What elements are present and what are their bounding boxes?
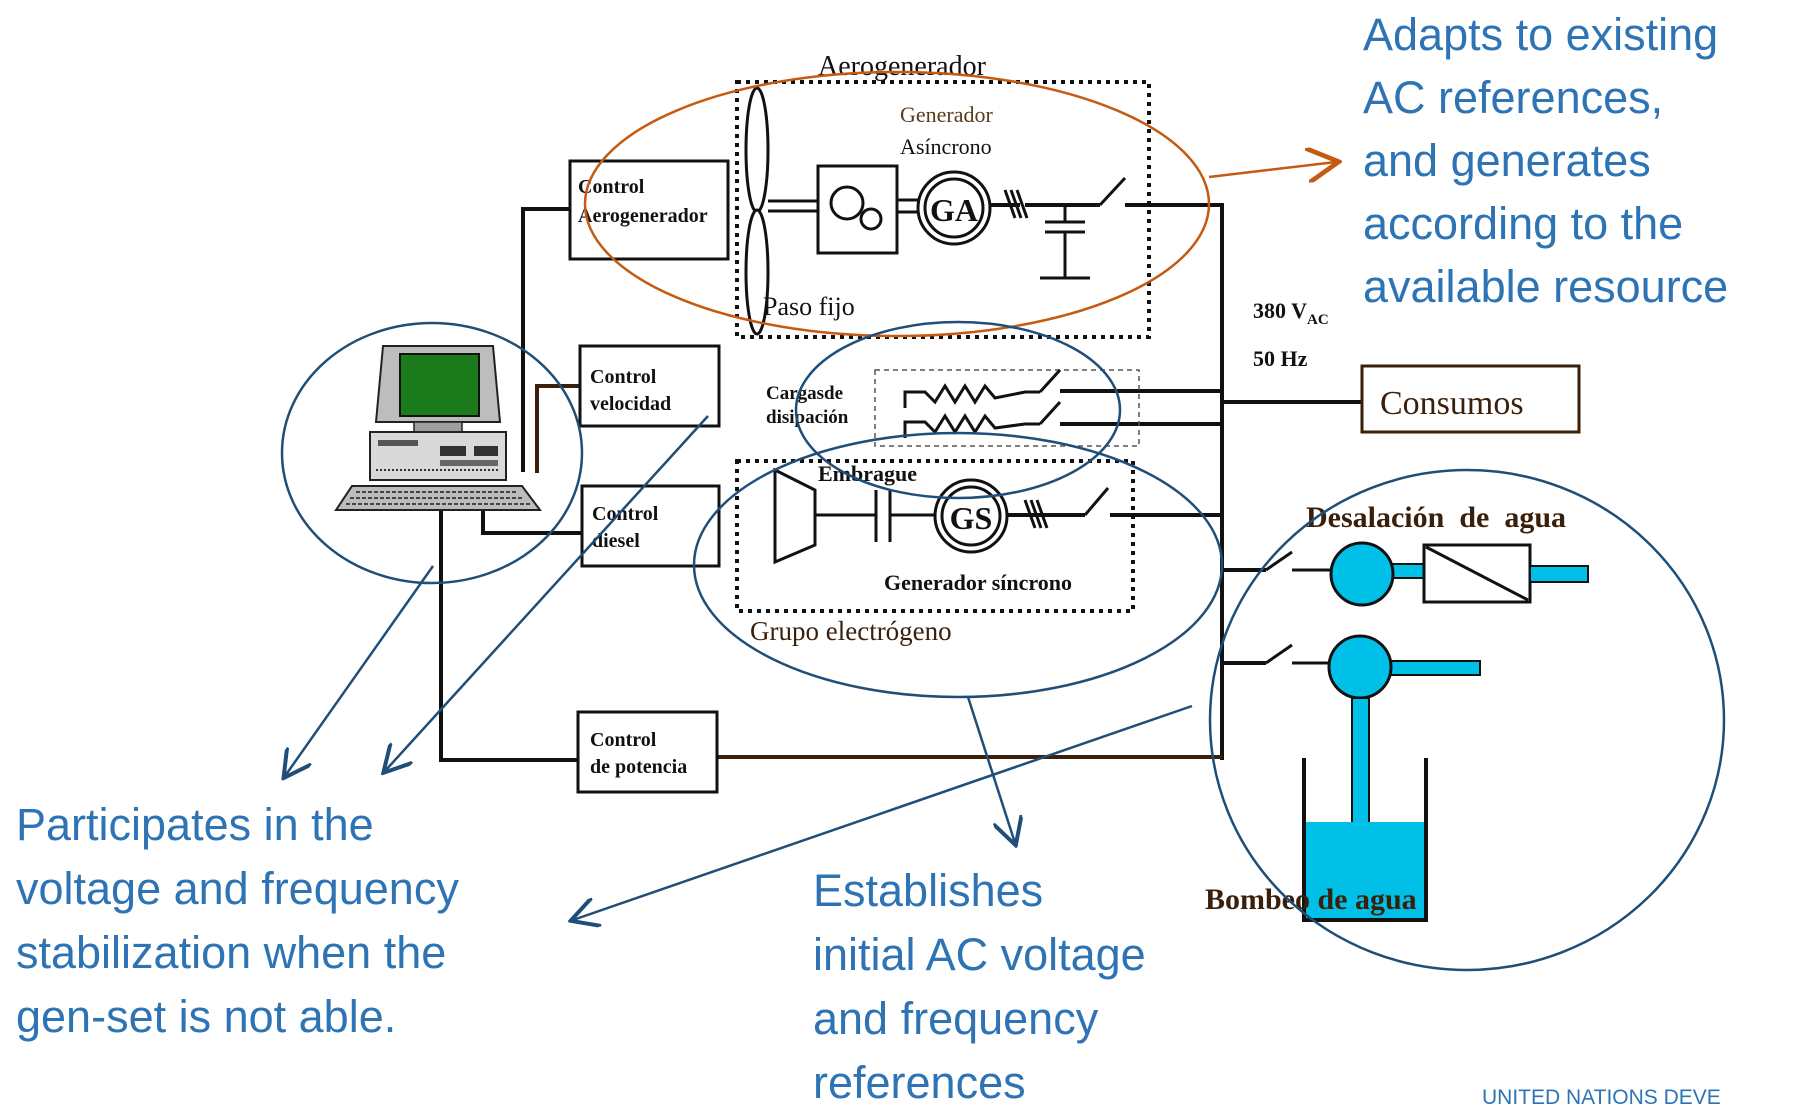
svg-text:diesel: diesel bbox=[592, 530, 640, 552]
gs-label: GS bbox=[950, 500, 993, 536]
svg-text:velocidad: velocidad bbox=[590, 393, 671, 415]
computer-icon bbox=[334, 345, 542, 511]
blade-upper-icon bbox=[744, 86, 770, 214]
ga-label: GA bbox=[930, 192, 978, 228]
svg-text:Adapts to existing: Adapts to existing bbox=[1363, 9, 1718, 60]
water-ellipse bbox=[1208, 468, 1726, 972]
svg-text:Control: Control bbox=[578, 176, 645, 198]
svg-text:de potencia: de potencia bbox=[590, 756, 687, 778]
resistor-2-icon bbox=[903, 413, 1040, 438]
svg-text:stabilization when the: stabilization when the bbox=[16, 927, 446, 978]
dump-loads-label-1: Cargasde bbox=[766, 383, 843, 404]
annotation-arrows bbox=[285, 162, 1336, 920]
synchronous-generator-label: Generador síncrono bbox=[884, 570, 1072, 595]
svg-text:according to the: according to the bbox=[1363, 198, 1683, 249]
water-systems: Desalación de agua Bombeo de agua bbox=[1205, 501, 1589, 922]
water-tank-icon bbox=[1302, 758, 1428, 922]
svg-text:voltage and frequency: voltage and frequency bbox=[16, 863, 459, 914]
wiring-brown bbox=[535, 384, 1222, 759]
desalination-label: Desalación de agua bbox=[1306, 501, 1566, 534]
wind-turbine-frame bbox=[735, 80, 1151, 339]
water-tank-fill bbox=[1304, 822, 1426, 920]
diesel-engine-icon bbox=[773, 467, 817, 565]
wind-ellipse bbox=[583, 70, 1211, 338]
annotation-top-right: Adapts to existing AC references, and ge… bbox=[1363, 9, 1728, 312]
control-velocidad-box: Control velocidad bbox=[578, 344, 721, 428]
gearbox-icon bbox=[816, 164, 899, 255]
genset-section: Embrague GS Generador síncrono Grupo ele… bbox=[735, 459, 1135, 646]
annotation-bottom-center: Establishes initial AC voltage and frequ… bbox=[813, 865, 1146, 1104]
fixed-pitch-label: Paso fijo bbox=[763, 292, 855, 321]
svg-text:Control: Control bbox=[590, 366, 657, 388]
bus-voltage: 380 VAC bbox=[1253, 298, 1329, 328]
svg-text:Control: Control bbox=[592, 503, 659, 525]
footer-text: UNITED NATIONS DEVE bbox=[1482, 1086, 1721, 1104]
svg-text:and frequency: and frequency bbox=[813, 993, 1099, 1044]
dump-load-ellipse bbox=[794, 320, 1122, 500]
control-aerogenerador-box: Control Aerogenerador bbox=[568, 159, 730, 261]
svg-text:Establishes: Establishes bbox=[813, 865, 1043, 916]
blade-lower-icon bbox=[744, 208, 770, 336]
svg-text:gen-set is not able.: gen-set is not able. bbox=[16, 991, 396, 1042]
annotation-bottom-left: Participates in the voltage and frequenc… bbox=[16, 799, 459, 1042]
svg-text:Aerogenerador: Aerogenerador bbox=[578, 205, 708, 227]
bus-frequency: 50 Hz bbox=[1253, 346, 1308, 371]
dump-loads-section: Cargasde disipación bbox=[766, 368, 1140, 447]
generator-label-1: Generador bbox=[900, 102, 994, 127]
svg-text:references: references bbox=[813, 1057, 1026, 1104]
svg-text:initial AC voltage: initial AC voltage bbox=[813, 929, 1146, 980]
svg-text:and generates: and generates bbox=[1363, 135, 1651, 186]
control-diesel-box: Control diesel bbox=[580, 484, 721, 568]
generator-label-2: Asíncrono bbox=[900, 134, 992, 159]
svg-text:AC references,: AC references, bbox=[1363, 72, 1663, 123]
wind-turbine-section: Aerogenerador GA Generador Asíncrono Pas… bbox=[735, 51, 1151, 339]
svg-text:available resource: available resource bbox=[1363, 261, 1728, 312]
genset-ellipse bbox=[692, 431, 1224, 699]
dump-loads-label-2: disipación bbox=[766, 407, 849, 428]
consumos-box: Consumos bbox=[1360, 364, 1581, 434]
asynchronous-generator-icon bbox=[916, 170, 992, 246]
desal-pump-icon bbox=[1329, 541, 1395, 607]
resistor-1-icon bbox=[903, 383, 1040, 408]
control-potencia-box: Control de potencia bbox=[576, 710, 719, 794]
pumping-label: Bombeo de agua bbox=[1205, 883, 1417, 916]
computer-ellipse bbox=[280, 321, 584, 585]
wind-turbine-title: Aerogenerador bbox=[818, 51, 987, 82]
svg-text:Control: Control bbox=[590, 729, 657, 751]
svg-text:Consumos: Consumos bbox=[1380, 385, 1524, 422]
highlight-ellipses bbox=[280, 70, 1726, 972]
genset-group-label: Grupo electrógeno bbox=[750, 616, 952, 646]
water-pump-icon bbox=[1327, 634, 1393, 700]
svg-text:Participates in the: Participates in the bbox=[16, 799, 374, 850]
